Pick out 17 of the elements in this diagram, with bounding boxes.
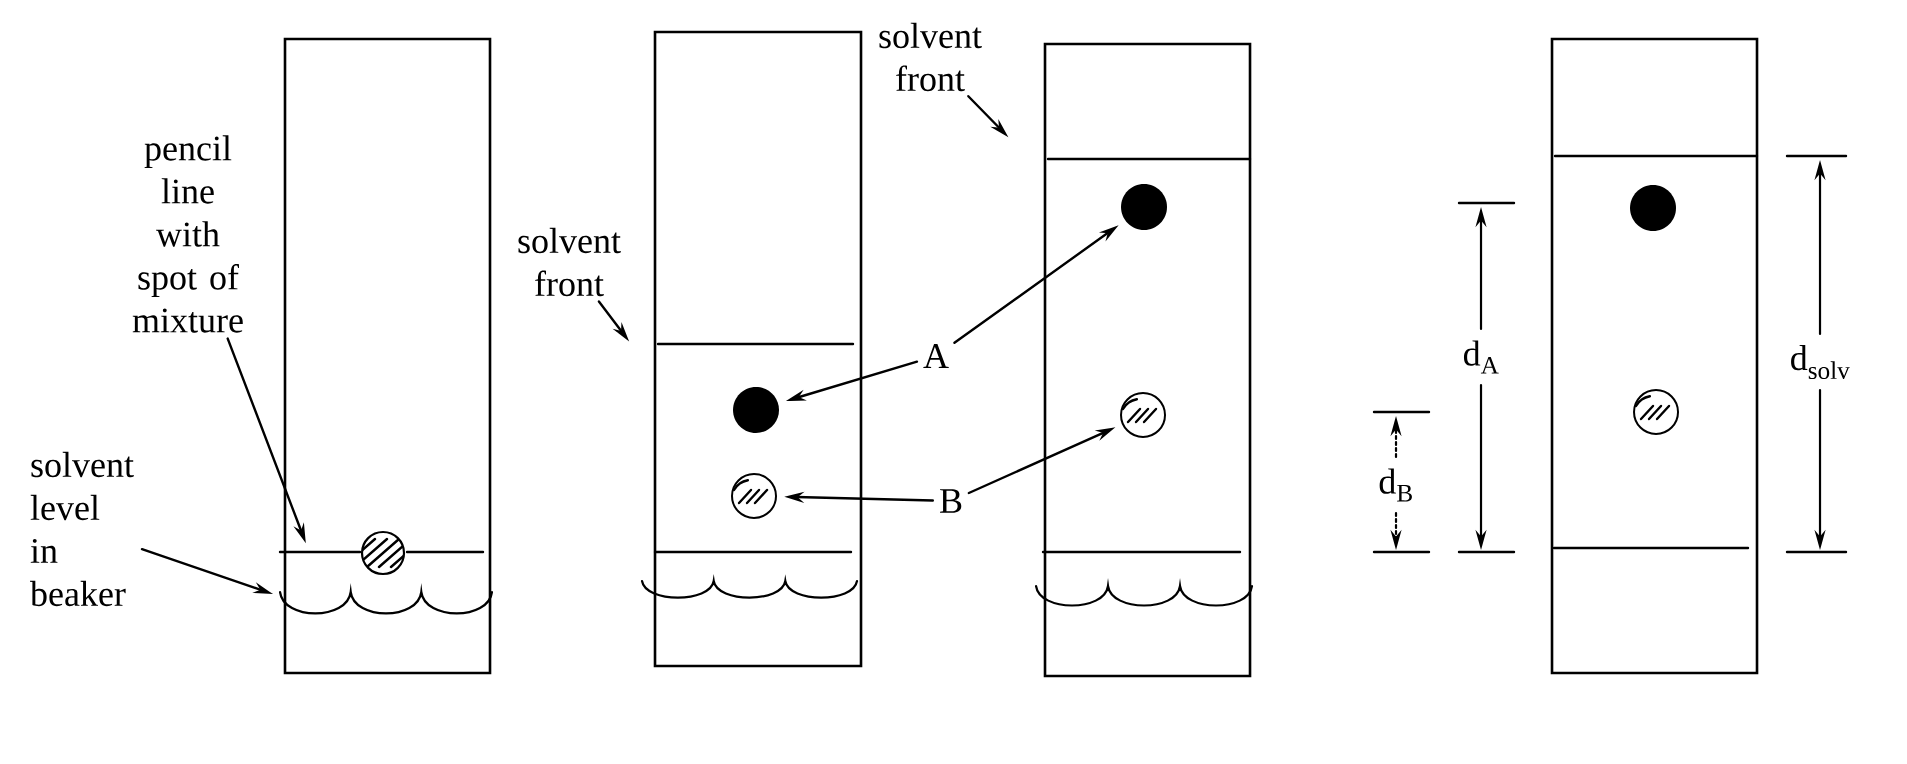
- label: solvent level in beaker: [30, 451, 134, 607]
- spot: [731, 473, 777, 519]
- label: solvent front: [879, 22, 982, 92]
- label: pencil line with spot of mixture: [132, 135, 243, 333]
- label: A: [923, 344, 949, 368]
- dimension-label: d$_{solv}$: [1791, 344, 1850, 380]
- plate: [1043, 42, 1252, 678]
- label: B: [940, 489, 962, 513]
- dimension-label: d$_{A}$: [1463, 340, 1499, 374]
- spot: [1121, 184, 1167, 230]
- plate: [1550, 37, 1759, 675]
- plate: [283, 37, 492, 675]
- spot: [1120, 392, 1166, 438]
- label: solvent front: [518, 227, 621, 297]
- dimension-label: d$_{B}$: [1379, 468, 1412, 502]
- spot: [733, 387, 779, 433]
- plate: [653, 30, 863, 668]
